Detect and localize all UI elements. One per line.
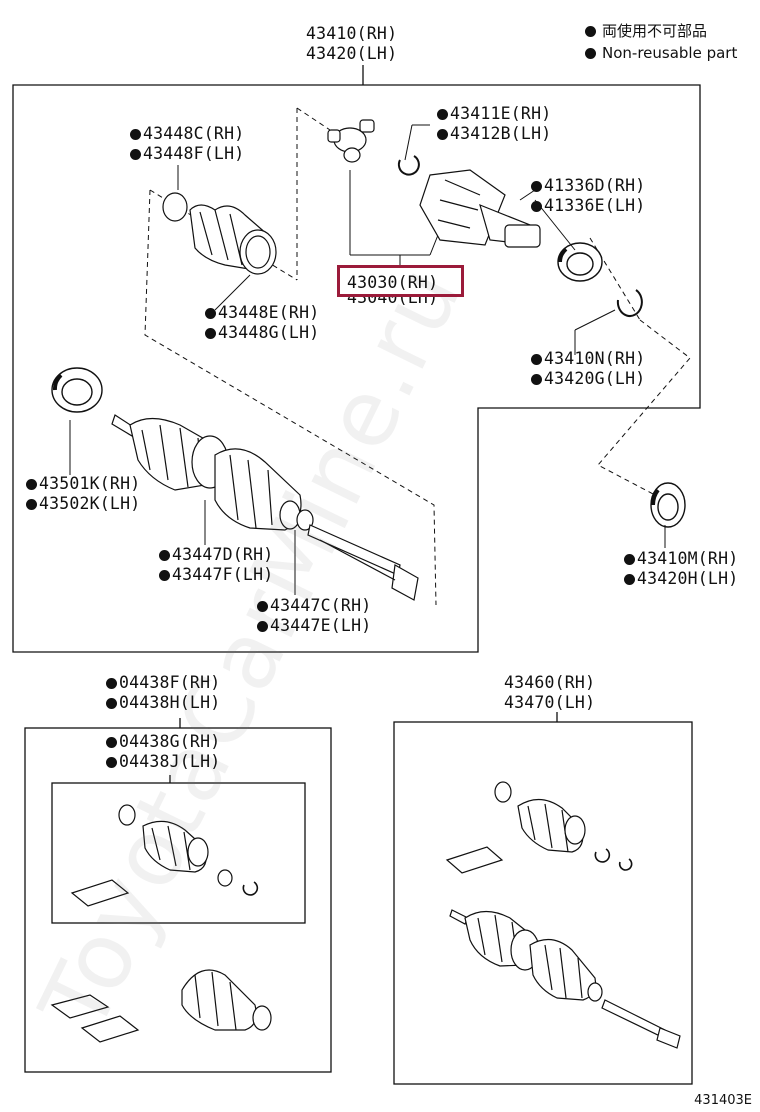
non-reusable-dot-icon	[159, 550, 170, 561]
part-label[interactable]: 43460(RH)	[504, 673, 596, 692]
drive-shaft-drawing	[111, 414, 419, 601]
part-label[interactable]: 43447E(LH)	[257, 616, 371, 636]
figure-code: 431403E	[694, 1093, 752, 1108]
non-reusable-dot-icon	[531, 181, 542, 192]
part-label[interactable]: 43420H(LH)	[624, 569, 738, 589]
part-label[interactable]: 43448E(RH)	[205, 303, 319, 323]
non-reusable-dot-icon	[624, 574, 635, 585]
part-label[interactable]: 43470(LH)	[504, 693, 596, 712]
part-label[interactable]: 41336E(LH)	[531, 196, 645, 216]
part-label[interactable]: 43040(LH)	[347, 294, 439, 306]
non-reusable-dot-icon	[26, 499, 37, 510]
main-assembly-outline	[12, 84, 701, 653]
part-label[interactable]: 43420(LH)	[306, 44, 398, 63]
non-reusable-dot-icon	[531, 354, 542, 365]
boot-kit-outer-drawing	[50, 969, 272, 1043]
oil-seal-m-drawing	[650, 482, 686, 528]
legend-line-1: 両使用不可部品	[602, 22, 708, 40]
boot-kit-inner-drawing	[70, 804, 259, 907]
dust-seal-drawing	[51, 367, 103, 413]
part-label[interactable]: 43411E(RH)	[437, 104, 551, 124]
non-reusable-dot-icon	[531, 374, 542, 385]
non-reusable-dot-icon	[531, 201, 542, 212]
non-reusable-dot-icon	[585, 48, 596, 59]
part-label[interactable]: 43420G(LH)	[531, 369, 645, 389]
part-label[interactable]: 43448F(LH)	[130, 144, 244, 164]
half-shaft-kit-box	[393, 721, 693, 1085]
inboard-dashed-group	[597, 319, 691, 496]
non-reusable-dot-icon	[130, 129, 141, 140]
non-reusable-dot-icon	[257, 601, 268, 612]
non-reusable-dot-icon	[257, 621, 268, 632]
part-label[interactable]: 43448G(LH)	[205, 323, 319, 343]
part-label[interactable]: 43412B(LH)	[437, 124, 551, 144]
selected-part-highlight	[337, 265, 464, 297]
non-reusable-dot-icon	[159, 570, 170, 581]
part-label[interactable]: 43447D(RH)	[159, 545, 273, 565]
legend: 両使用不可部品 Non-reusable part	[585, 20, 737, 64]
part-label[interactable]: 43448C(RH)	[130, 124, 244, 144]
non-reusable-dot-icon	[106, 757, 117, 768]
part-label[interactable]: 43447F(LH)	[159, 565, 273, 585]
non-reusable-dot-icon	[205, 308, 216, 319]
oil-seal-drawing	[557, 242, 603, 282]
part-label[interactable]: 04438G(RH)	[106, 732, 220, 752]
non-reusable-dot-icon	[130, 149, 141, 160]
boot-kit-inner-box	[51, 782, 306, 924]
boot-kit-outer-box	[24, 727, 332, 1073]
non-reusable-dot-icon	[106, 737, 117, 748]
part-label[interactable]: 43410N(RH)	[531, 349, 645, 369]
part-label[interactable]: 04438J(LH)	[106, 752, 220, 772]
outboard-boot-drawing	[162, 192, 277, 275]
part-label[interactable]: 43410(RH)	[306, 24, 398, 43]
snap-ring-drawing	[397, 155, 420, 176]
non-reusable-dot-icon	[624, 554, 635, 565]
outboard-dashed-group	[144, 189, 437, 606]
non-reusable-dot-icon	[585, 26, 596, 37]
non-reusable-dot-icon	[437, 129, 448, 140]
part-label[interactable]: 41336D(RH)	[531, 176, 645, 196]
inboard-joint-drawing	[419, 169, 541, 248]
part-label[interactable]: 43502K(LH)	[26, 494, 140, 514]
tripod-joint-drawing	[327, 119, 375, 163]
part-label[interactable]: 04438F(RH)	[106, 673, 220, 693]
non-reusable-dot-icon	[106, 698, 117, 709]
part-label[interactable]: 43410M(RH)	[624, 549, 738, 569]
non-reusable-dot-icon	[26, 479, 37, 490]
legend-line-2: Non-reusable part	[602, 44, 738, 62]
non-reusable-dot-icon	[437, 109, 448, 120]
non-reusable-dot-icon	[106, 678, 117, 689]
part-label[interactable]: 04438H(LH)	[106, 693, 220, 713]
half-shaft-kit-drawing	[445, 781, 681, 1049]
part-label[interactable]: 43501K(RH)	[26, 474, 140, 494]
part-label-selected[interactable]: 43030(RH)	[347, 273, 439, 292]
non-reusable-dot-icon	[205, 328, 216, 339]
snap-ring-n-drawing	[616, 289, 643, 318]
part-label[interactable]: 43447C(RH)	[257, 596, 371, 616]
